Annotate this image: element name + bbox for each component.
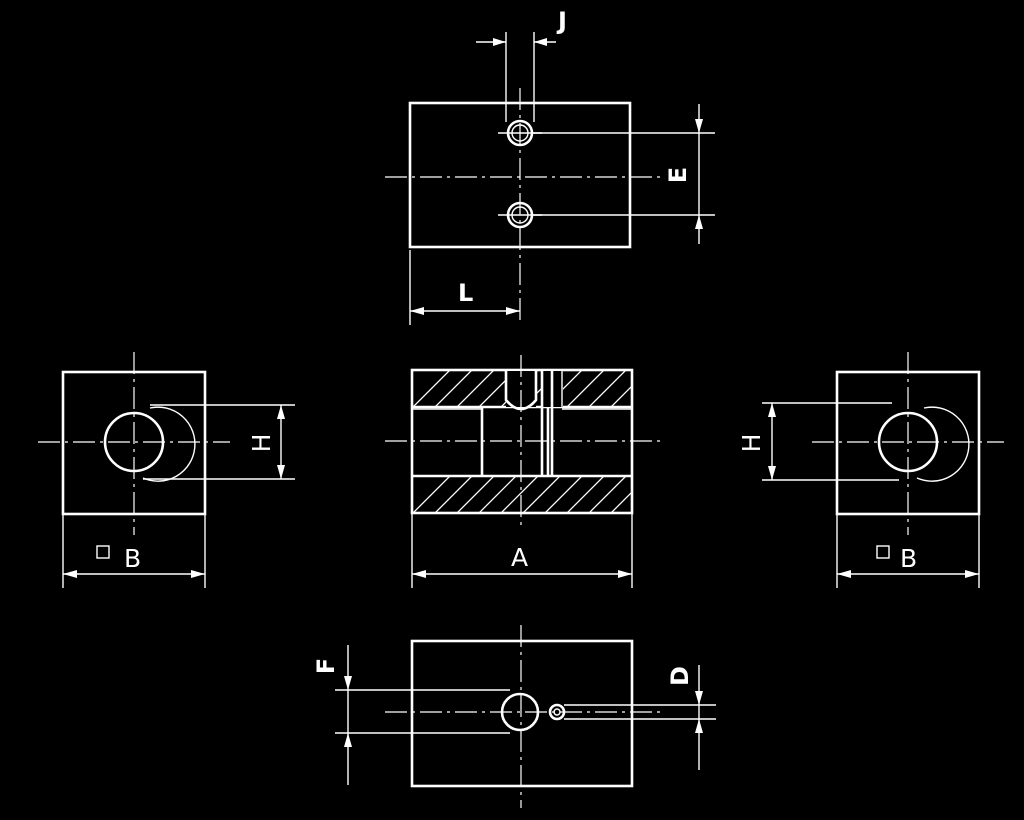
top-view xyxy=(385,88,660,325)
label-j: J xyxy=(556,7,567,35)
label-l: L xyxy=(458,279,473,307)
b-right-arrow-right xyxy=(965,570,979,578)
label-a: A xyxy=(511,543,528,572)
label-f: F xyxy=(312,658,340,674)
d-arrow-top xyxy=(695,691,703,705)
a-arrow-left xyxy=(412,570,426,578)
label-e: E xyxy=(664,167,692,183)
e-arrow-top xyxy=(695,119,703,133)
label-h-left: H xyxy=(247,434,276,453)
f-arrow-bottom xyxy=(344,733,352,747)
l-arrow-right xyxy=(506,307,520,315)
b-left-arrow-right xyxy=(191,570,205,578)
b-left-arrow-left xyxy=(63,570,77,578)
section-view xyxy=(385,355,660,530)
d-arrow-bottom xyxy=(695,719,703,733)
dimension-d: D xyxy=(564,665,716,770)
dimension-a: A xyxy=(411,513,633,588)
bottom-view-outline xyxy=(410,639,634,788)
right-thread-arc xyxy=(916,406,970,482)
hatch-bottom xyxy=(412,476,632,513)
dimension-b-left: B xyxy=(62,514,206,588)
label-b-left: B xyxy=(124,544,141,573)
e-arrow-bottom xyxy=(695,215,703,229)
right-side-view xyxy=(812,352,1004,535)
square-symbol-right xyxy=(876,545,890,559)
h-right-arrow-top xyxy=(768,403,776,417)
dimension-j: J xyxy=(476,7,567,122)
a-arrow-right xyxy=(618,570,632,578)
left-thread-arc xyxy=(142,406,196,482)
left-side-view xyxy=(38,352,230,535)
label-h-right: H xyxy=(737,434,766,453)
j-arrow-left xyxy=(493,38,506,46)
b-right-arrow-left xyxy=(837,570,851,578)
dimension-e: E xyxy=(532,104,715,244)
dimension-b-right: B xyxy=(836,514,980,588)
dimension-l: L xyxy=(409,250,520,325)
h-left-arrow-top xyxy=(277,405,285,419)
h-right-arrow-bottom xyxy=(768,466,776,480)
label-b-right: B xyxy=(900,544,917,573)
label-d: D xyxy=(666,666,694,686)
h-left-arrow-bottom xyxy=(277,465,285,479)
bottom-view xyxy=(385,625,660,808)
l-arrow-left xyxy=(410,307,424,315)
f-arrow-top xyxy=(344,676,352,690)
dimension-f: F xyxy=(312,645,510,785)
j-arrow-right xyxy=(534,38,547,46)
square-symbol-left xyxy=(96,545,110,559)
dimension-h-right: H xyxy=(737,402,899,481)
dimension-h-left: H xyxy=(143,404,295,480)
